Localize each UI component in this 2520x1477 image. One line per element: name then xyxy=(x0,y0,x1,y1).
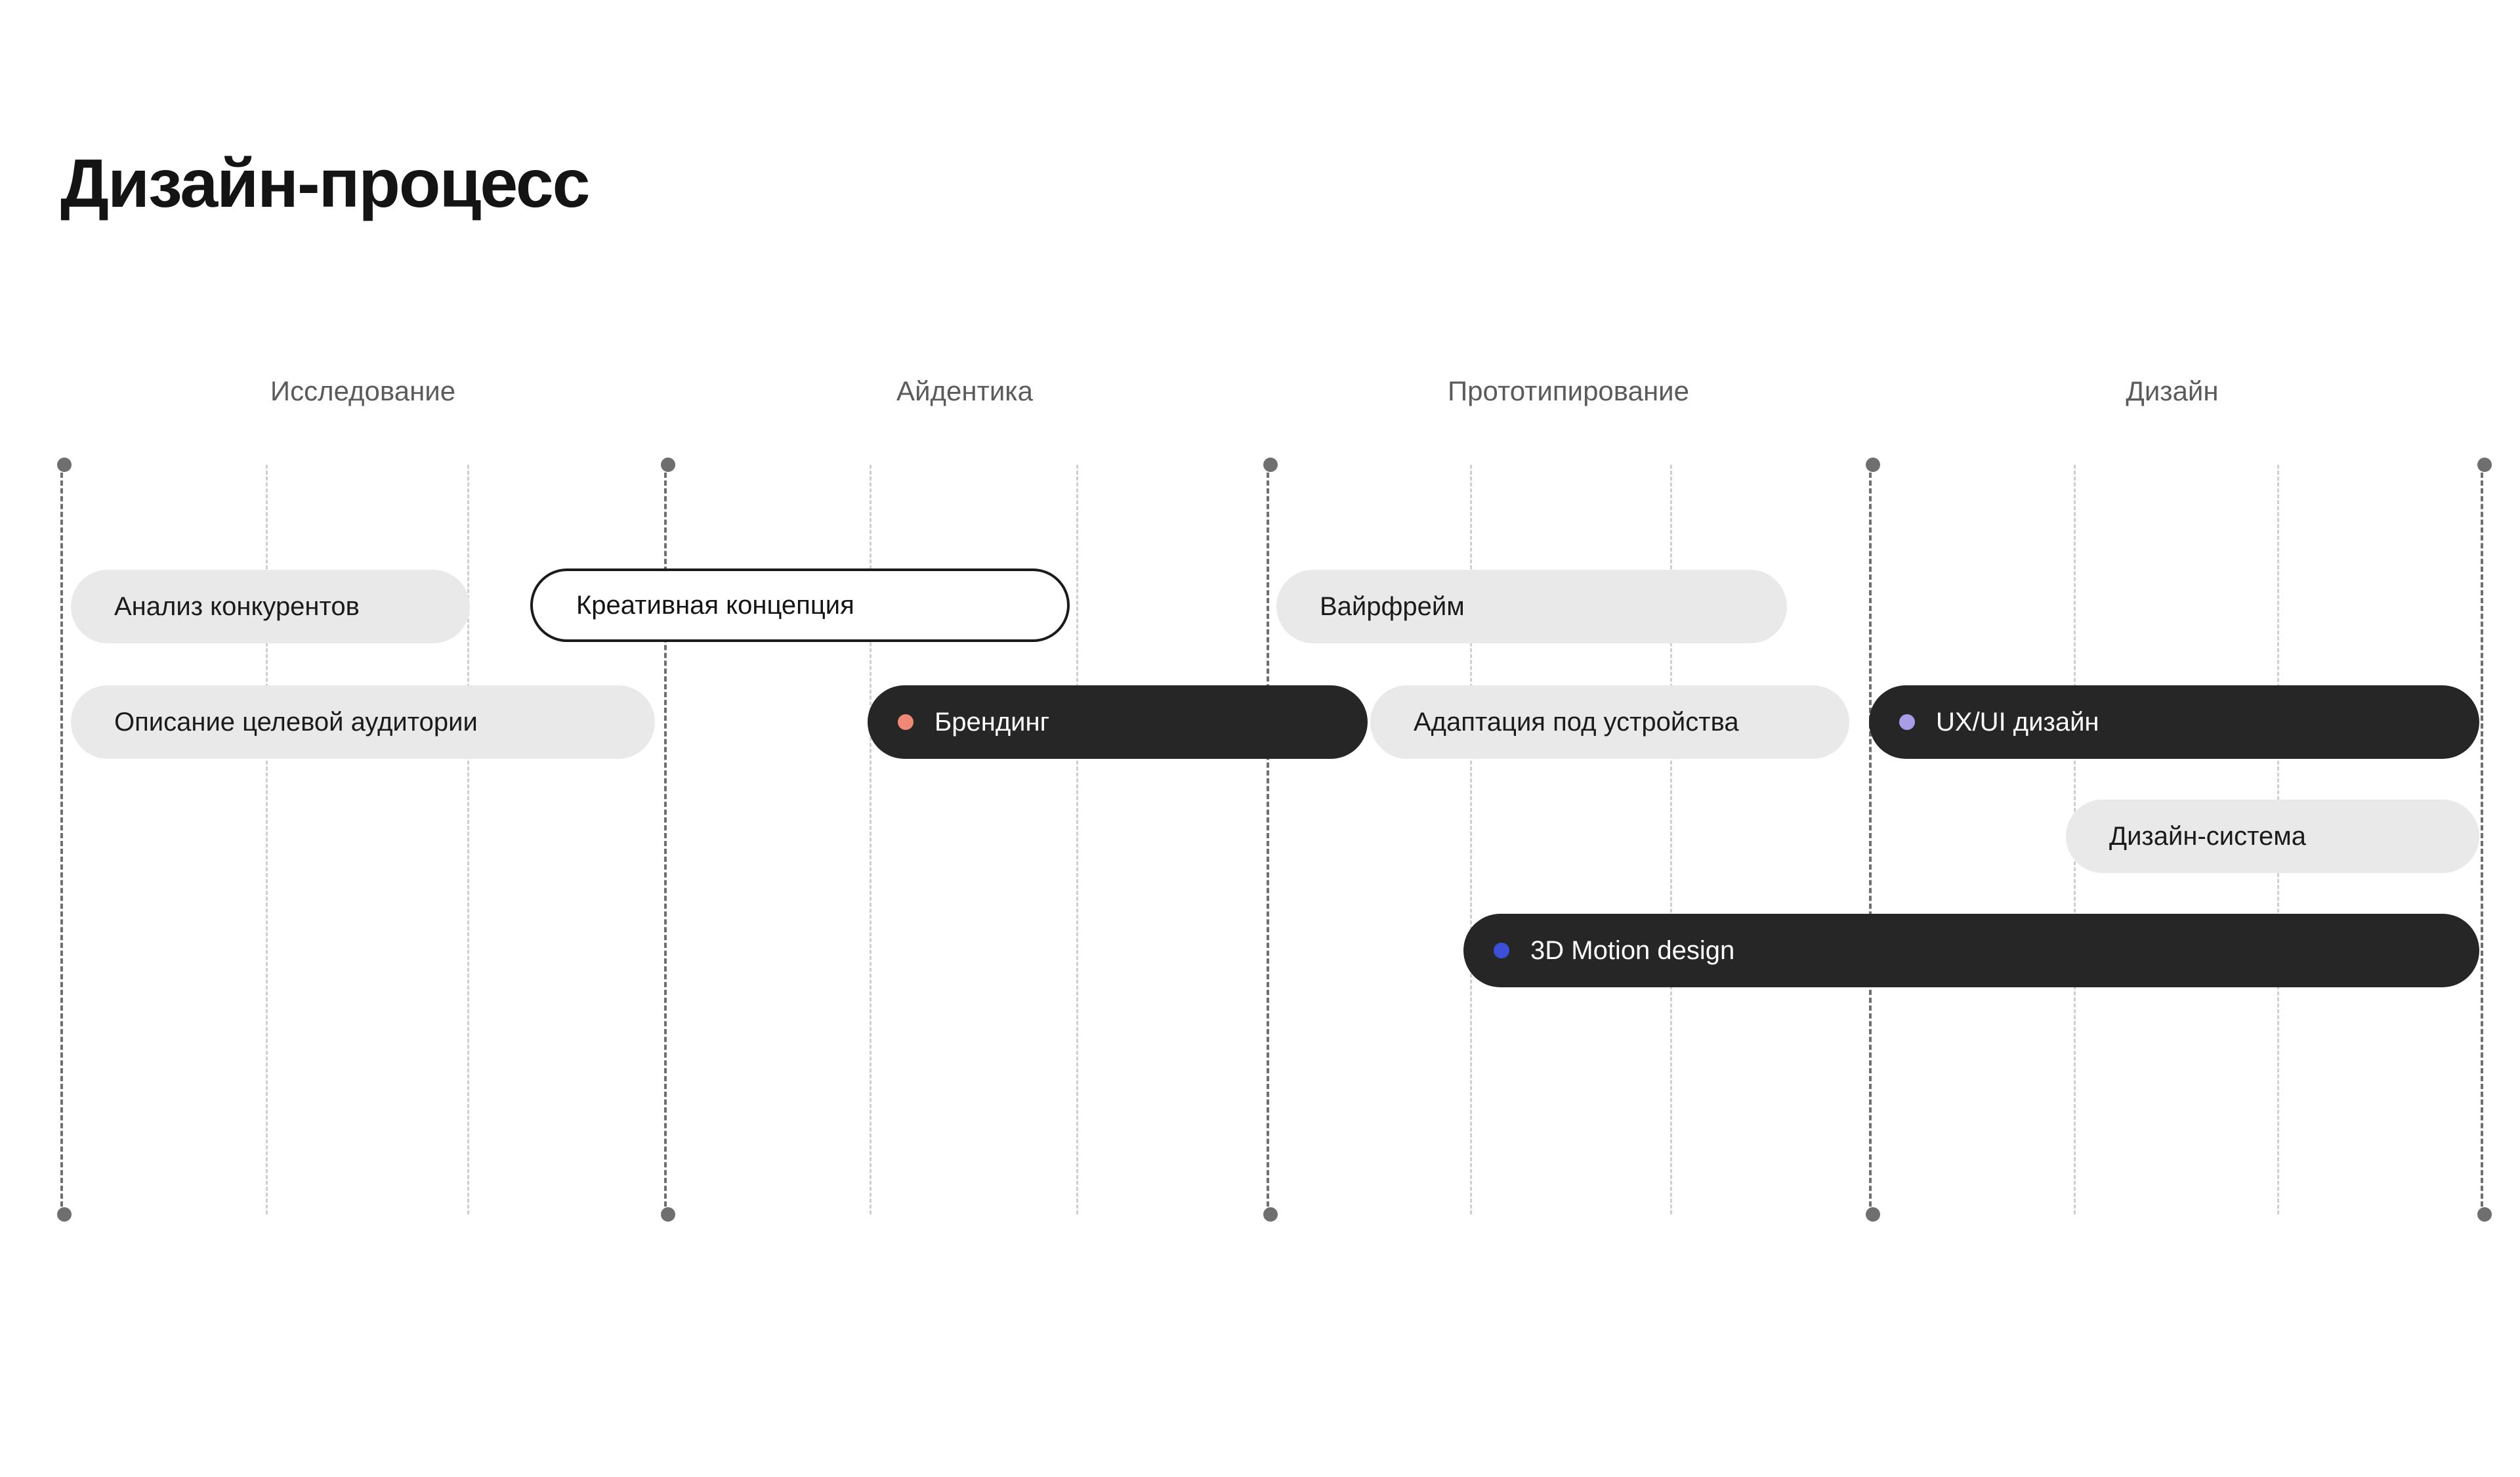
task-pill[interactable]: Адаптация под устройства xyxy=(1370,685,1849,759)
task-label: Анализ конкурентов xyxy=(114,591,360,621)
task-pill[interactable]: Анализ конкурентов xyxy=(71,570,470,643)
gridline-major xyxy=(57,458,72,1222)
column-header-3: Прототипирование xyxy=(1447,375,1690,406)
task-status-dot-icon xyxy=(1494,943,1509,958)
gridline-major xyxy=(2477,458,2492,1222)
gridline-minor xyxy=(266,465,268,1214)
gridline-cap-dot xyxy=(1263,458,1278,472)
task-pill[interactable]: Брендинг xyxy=(868,685,1368,759)
task-label: Адаптация под устройства xyxy=(1414,707,1739,737)
gridline-major xyxy=(661,458,675,1222)
gridline-cap-dot xyxy=(57,1207,72,1222)
task-label: Креативная концепция xyxy=(576,590,854,620)
gridline-minor xyxy=(1076,465,1078,1214)
task-pill[interactable]: Креативная концепция xyxy=(530,568,1070,642)
gridline-cap-dot xyxy=(2477,458,2492,472)
task-status-dot-icon xyxy=(898,714,914,730)
gridline-cap-dot xyxy=(2477,1207,2492,1222)
gridline-minor xyxy=(870,465,872,1214)
task-pill[interactable]: Вайрфрейм xyxy=(1276,570,1787,643)
task-pill[interactable]: Описание целевой аудитории xyxy=(71,685,655,759)
gridline-cap-dot xyxy=(1866,458,1880,472)
column-header-1: Исследование xyxy=(270,375,456,406)
task-label: Брендинг xyxy=(934,707,1050,737)
column-header-2: Айдентика xyxy=(896,375,1033,406)
gridline-cap-dot xyxy=(1866,1207,1880,1222)
gridline-minor xyxy=(467,465,469,1214)
gridline-major xyxy=(1866,458,1880,1222)
gridline-minor xyxy=(1670,465,1672,1214)
column-header-4: Дизайн xyxy=(2126,375,2219,406)
task-label: UX/UI дизайн xyxy=(1936,707,2099,737)
page-title: Дизайн-процесс xyxy=(60,146,591,222)
gridline-minor xyxy=(1470,465,1472,1214)
task-label: Описание целевой аудитории xyxy=(114,707,478,737)
task-label: 3D Motion design xyxy=(1530,935,1735,965)
gridline-cap-dot xyxy=(57,458,72,472)
gridline-cap-dot xyxy=(661,458,675,472)
task-status-dot-icon xyxy=(1899,714,1915,730)
gridline-major xyxy=(1263,458,1278,1222)
gridline-cap-dot xyxy=(1263,1207,1278,1222)
task-pill[interactable]: UX/UI дизайн xyxy=(1869,685,2479,759)
task-label: Вайрфрейм xyxy=(1320,591,1465,621)
task-label: Дизайн-система xyxy=(2109,821,2306,851)
task-pill[interactable]: 3D Motion design xyxy=(1463,914,2479,987)
gridline-cap-dot xyxy=(661,1207,675,1222)
task-pill[interactable]: Дизайн-система xyxy=(2066,800,2479,873)
